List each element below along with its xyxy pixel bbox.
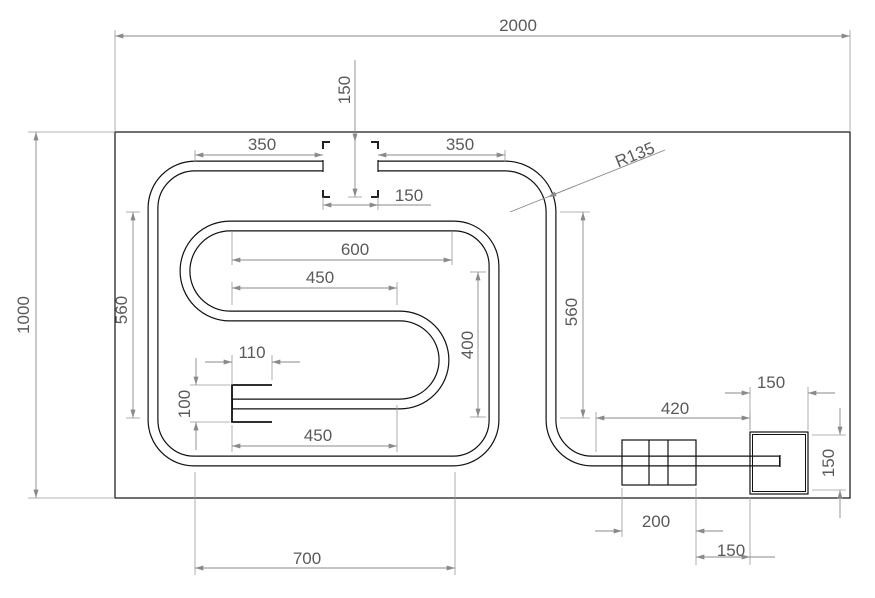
dim-label: 350: [446, 135, 474, 154]
dim-inner-right: 400: [458, 271, 486, 418]
dim-label: 700: [293, 549, 321, 568]
dim-bracket-length: 110: [205, 343, 300, 385]
dim-label: 450: [304, 426, 332, 445]
dim-bottom-span: 700: [194, 472, 456, 575]
grid-block: [621, 439, 697, 486]
dim-label: 150: [717, 541, 745, 560]
dim-label: 1000: [14, 296, 33, 334]
dim-label: 600: [341, 240, 369, 259]
dim-gap-right: 350: [378, 135, 506, 162]
dim-label: 420: [661, 399, 689, 418]
dim-board-height: 1000: [14, 131, 115, 499]
dim-box-height: 150: [812, 408, 846, 518]
dim-label: 150: [335, 76, 354, 104]
board-outline: [114, 131, 851, 499]
dim-label: 400: [458, 331, 477, 359]
dim-exit-straight: 420: [595, 399, 751, 452]
dim-label: 150: [819, 449, 838, 477]
end-bracket: [231, 384, 272, 423]
dim-gap-height: 150: [335, 60, 362, 198]
dim-gap-left: 350: [194, 135, 323, 162]
dim-box-width: 150: [725, 373, 835, 430]
dim-label: 150: [757, 373, 785, 392]
dim-gap-width: 150: [322, 186, 431, 210]
dim-label: R135: [613, 138, 658, 171]
dim-label: 200: [642, 512, 670, 531]
dim-outer-left: 560: [112, 211, 140, 419]
dim-s-bottom: 450: [231, 405, 398, 452]
dim-outer-right: 560: [560, 211, 590, 419]
dim-label: 100: [175, 390, 194, 418]
dim-s-middle: 450: [231, 268, 398, 305]
dim-label: 2000: [499, 16, 537, 35]
gap-marker: [322, 141, 379, 198]
dim-label: 350: [248, 135, 276, 154]
dim-label: 110: [238, 343, 265, 362]
dim-bracket-height: 100: [175, 358, 230, 450]
dim-label: 560: [562, 298, 581, 326]
dim-label: 560: [112, 296, 131, 324]
end-box: [749, 431, 809, 495]
dim-board-width: 2000: [114, 16, 851, 132]
track: [147, 160, 781, 467]
dim-grid-to-box: 150: [695, 497, 775, 565]
dim-inner-top: 600: [231, 232, 453, 265]
dim-grid-width: 200: [595, 488, 723, 565]
dim-label: 150: [395, 186, 423, 205]
dim-label: 450: [306, 268, 334, 287]
